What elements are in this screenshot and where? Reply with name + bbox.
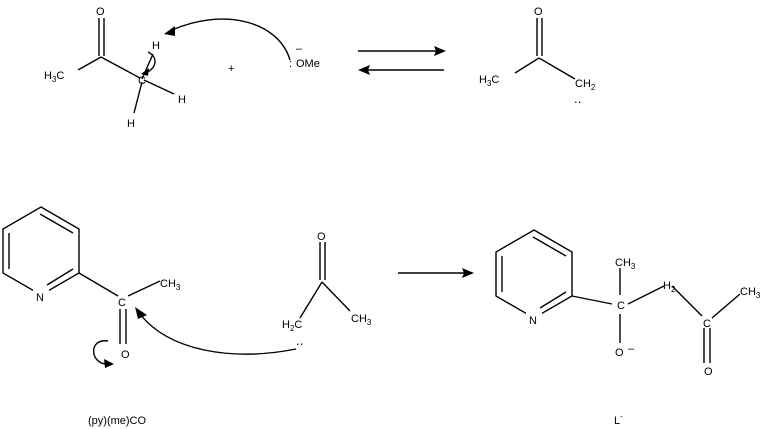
arrowhead xyxy=(164,26,175,36)
atom-label: C xyxy=(617,300,625,312)
caption-ligand-precursor: (py)(me)CO xyxy=(88,415,146,427)
atom-label: H3C xyxy=(479,74,499,88)
methoxide: – : OMe xyxy=(289,43,320,70)
bond xyxy=(532,236,567,257)
bond xyxy=(39,213,74,234)
atom-label: O xyxy=(96,6,105,18)
atom-label: O xyxy=(534,6,543,18)
bond xyxy=(127,280,161,297)
bond xyxy=(141,53,154,80)
atom-label: H2C xyxy=(282,319,302,333)
label-mask xyxy=(33,289,49,303)
arrowhead xyxy=(141,68,149,76)
atom-label: N xyxy=(36,292,44,304)
equilibrium-arrows xyxy=(358,46,446,75)
acetone-molecule: O H3C C H H H xyxy=(44,6,186,130)
bond xyxy=(514,57,540,74)
arrowhead xyxy=(135,307,147,319)
atom-label: H3C xyxy=(44,70,64,84)
atom-label: CH3 xyxy=(740,286,761,300)
atom-label: C xyxy=(138,75,146,87)
bond xyxy=(627,285,665,305)
bond xyxy=(671,285,703,317)
pyridine-ring xyxy=(495,229,573,319)
bond xyxy=(538,57,576,80)
curly-arrow xyxy=(171,18,291,61)
lone-pair: ‥ xyxy=(574,94,581,106)
bond xyxy=(78,272,119,297)
pymeco-molecule: N C CH3 O xyxy=(2,206,181,361)
atom-label: CH3 xyxy=(351,313,372,327)
atom-label: O xyxy=(704,366,713,378)
atom-label: N xyxy=(529,315,537,327)
negative-charge: – xyxy=(628,343,635,355)
bond xyxy=(299,281,323,319)
bond xyxy=(46,268,74,286)
atom-label: H xyxy=(152,40,160,52)
label-mask xyxy=(526,312,542,326)
atom-label: CH3 xyxy=(615,257,636,271)
enolate-molecule: O H3C CH2 ‥ xyxy=(479,6,596,106)
carbanion-molecule: O H2C CH3 ‥ xyxy=(282,231,372,348)
atom-label: CH2 xyxy=(575,78,596,92)
arrowhead xyxy=(358,65,370,75)
bond xyxy=(100,56,141,79)
arrowhead xyxy=(462,268,474,278)
bond xyxy=(711,293,741,319)
atom-label: OMe xyxy=(296,58,320,70)
lone-pair: ‥ xyxy=(296,336,303,348)
caption-product: L- xyxy=(614,412,623,427)
curly-arrow xyxy=(92,340,109,365)
atom-label: H xyxy=(127,118,135,130)
negative-charge: – xyxy=(296,43,303,55)
product-molecule: N CH3 C O – H2 C CH3 O xyxy=(495,229,761,378)
atom-label: H xyxy=(178,94,186,106)
bond xyxy=(539,291,567,309)
atom-label: O xyxy=(615,347,624,359)
atom-label: O xyxy=(317,231,326,243)
atom-label: O xyxy=(121,349,130,361)
bond xyxy=(571,295,613,305)
pyridine-ring xyxy=(2,206,80,296)
atom-label: C xyxy=(118,297,126,309)
arrowhead xyxy=(434,46,446,56)
bond xyxy=(321,281,351,312)
bond xyxy=(143,79,175,95)
bond xyxy=(77,56,102,71)
lone-pair: : xyxy=(289,58,292,70)
atom-label: C xyxy=(703,318,711,330)
curly-arrow xyxy=(139,313,297,355)
arrowhead xyxy=(104,359,114,368)
atom-label: CH3 xyxy=(160,278,181,292)
atom-label: H2 xyxy=(663,280,676,294)
plus-sign: + xyxy=(228,63,234,75)
bond xyxy=(133,81,143,114)
